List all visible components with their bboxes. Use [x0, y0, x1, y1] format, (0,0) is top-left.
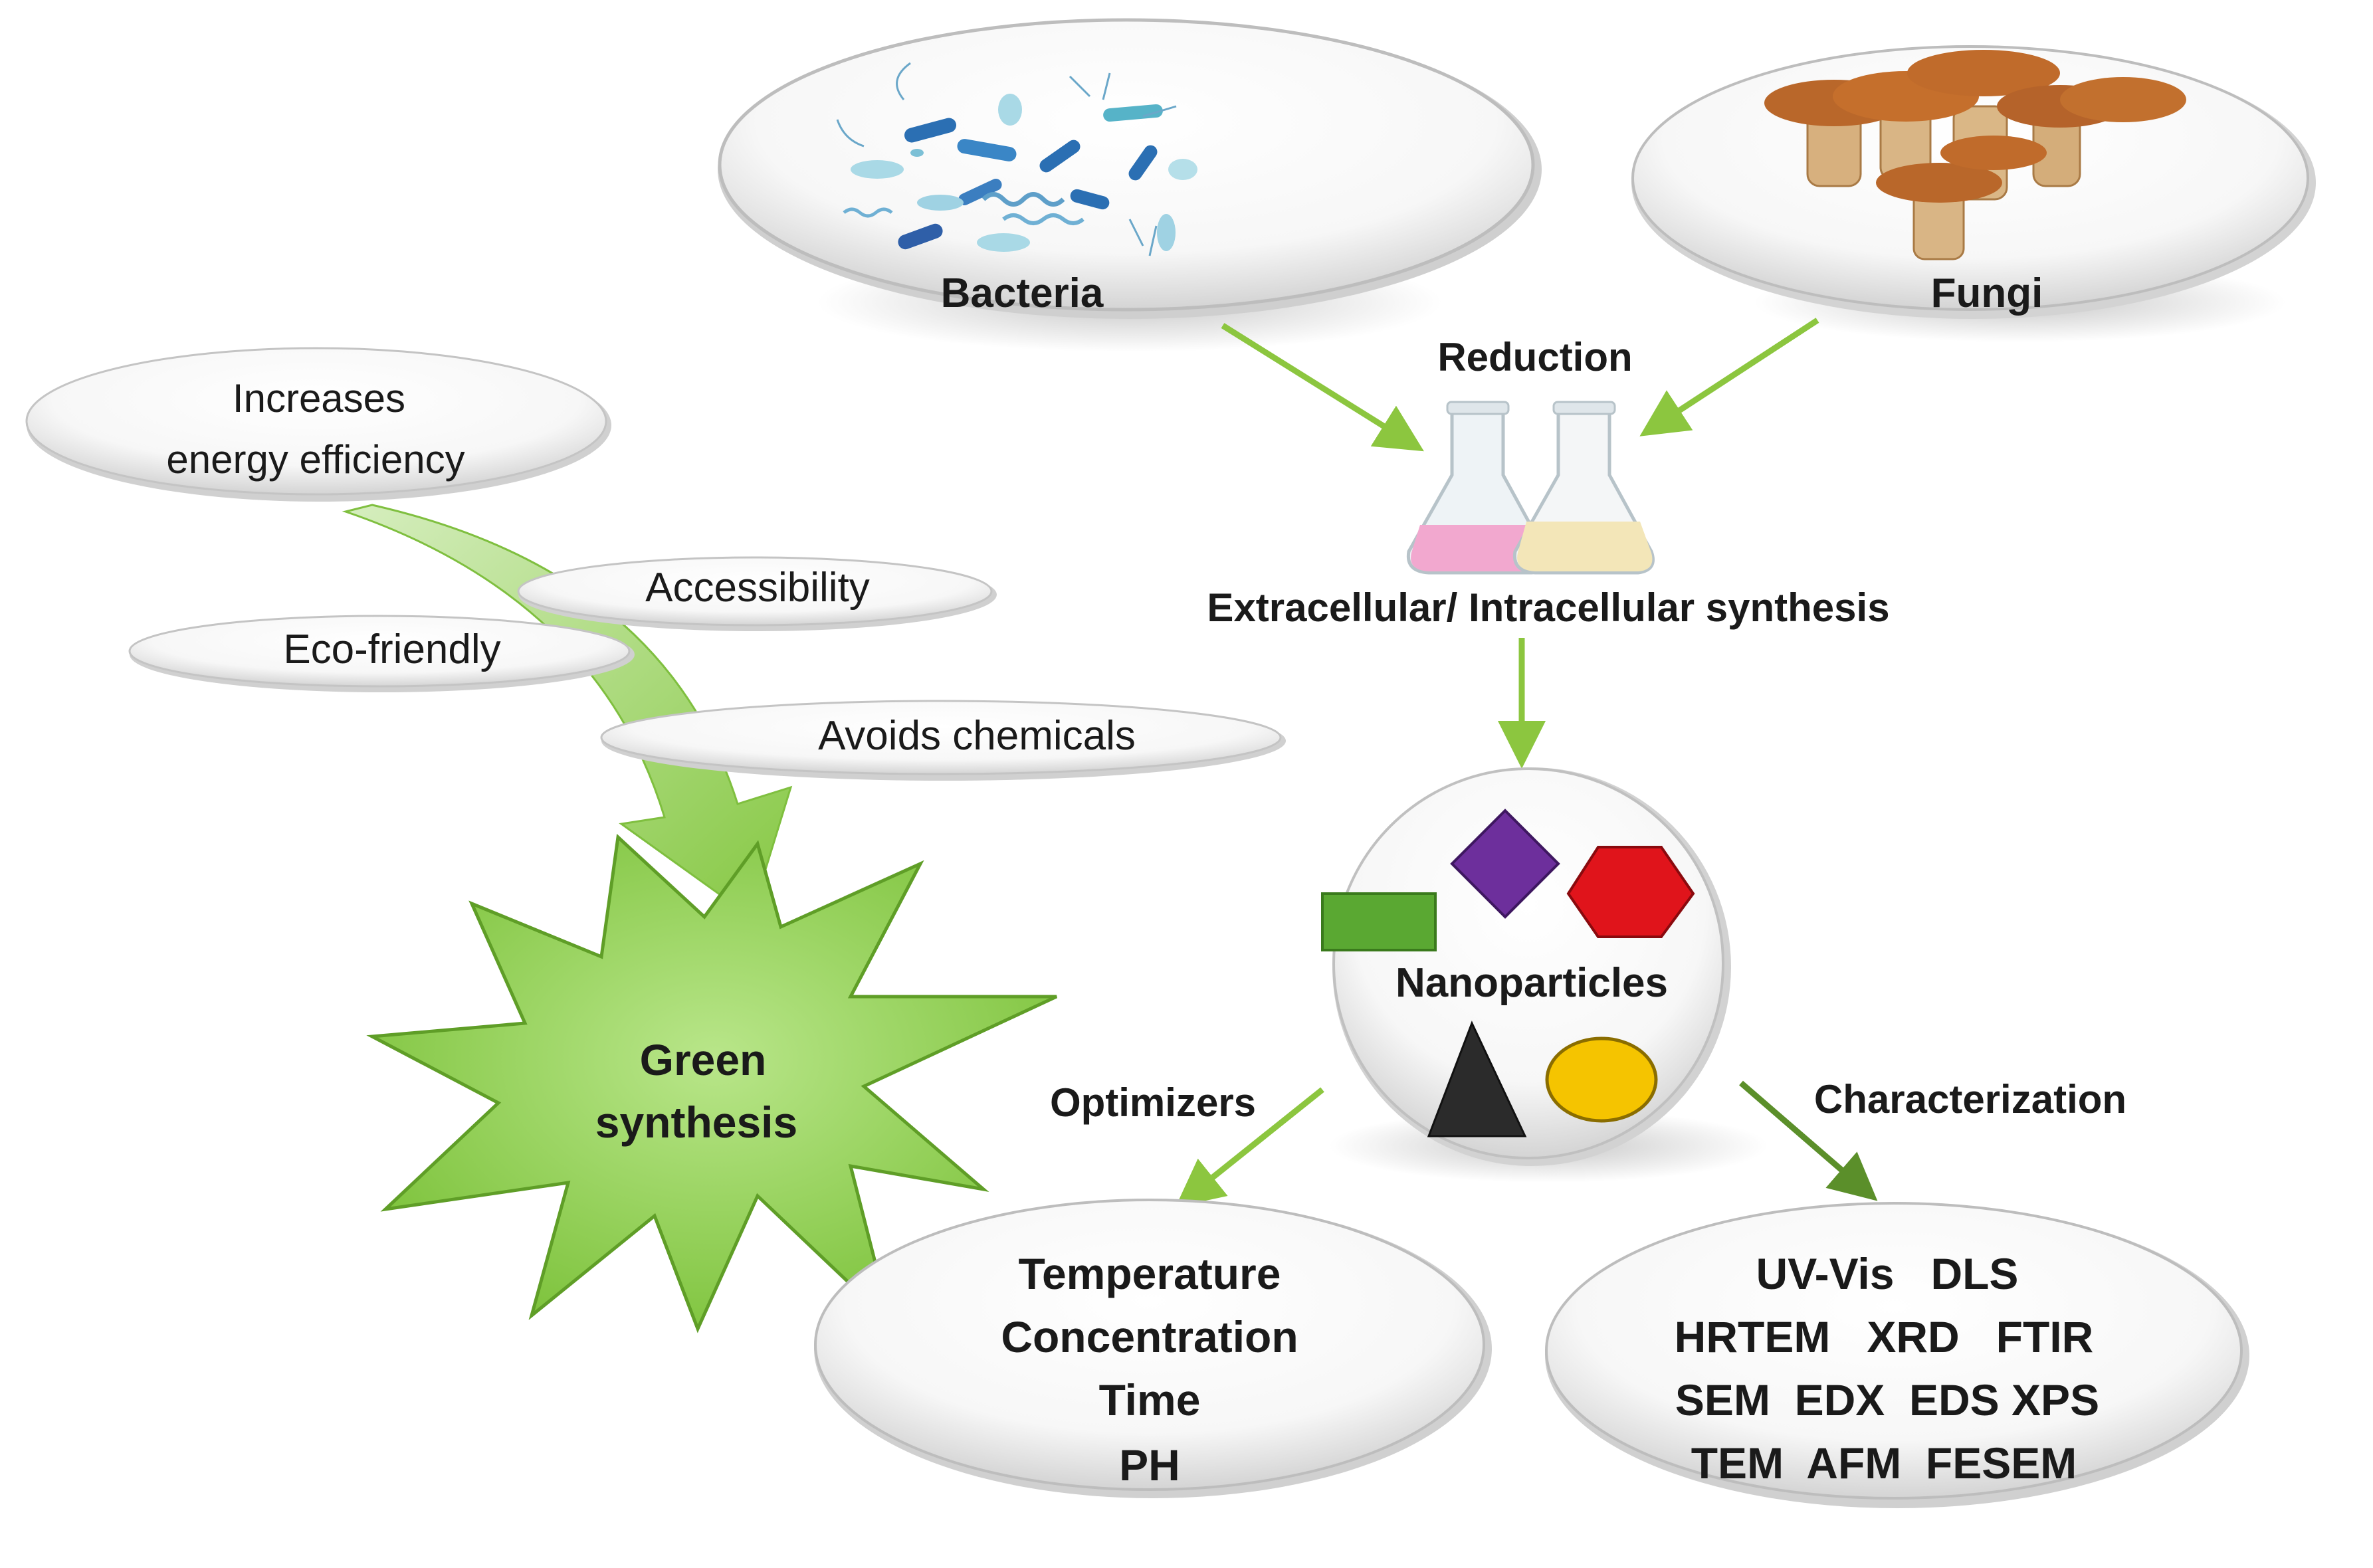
bacteria-to-flask-arrow: [1221, 323, 1424, 452]
fungi-node: Fungi: [1631, 45, 2316, 342]
benefits-to-green-synthesis-arrow: [342, 504, 793, 919]
synthesis-label: Extracellular/ Intracellular synthesis: [1207, 585, 1889, 630]
benefit-energy-efficiency: Increases energy efficiency: [25, 347, 611, 502]
characterization-label: Characterization: [1814, 1077, 2126, 1122]
optimizer-item: Concentration: [1001, 1312, 1298, 1361]
green-synthesis-line2: synthesis: [595, 1098, 797, 1147]
reduction-label: Reduction: [1437, 335, 1632, 379]
mushroom-illustration: [1764, 50, 2186, 260]
nanoparticles-node: Nanoparticles: [1321, 767, 1768, 1183]
bacteria-illustration: [836, 62, 1197, 256]
green-synthesis-burst: Green synthesis: [366, 833, 1058, 1333]
flask-icon: [1512, 401, 1655, 575]
characterization-node: UV-Vis DLS HRTEM XRD FTIR SEM EDX EDS XP…: [1545, 1202, 2249, 1508]
accessibility-label: Accessibility: [645, 565, 870, 611]
nanoparticles-to-optimizers-arrow: [1175, 1087, 1324, 1207]
ellipse-shape: [1545, 1036, 1658, 1123]
optimizer-item: Temperature: [1019, 1249, 1281, 1298]
characterization-row: SEM EDX EDS XPS: [1675, 1375, 2099, 1424]
triangle-shape: [1427, 1021, 1527, 1137]
rectangle-shape: [1321, 892, 1437, 951]
benefit-avoids-chemicals: Avoids chemicals: [600, 700, 1286, 781]
green-synthesis-line1: Green: [640, 1035, 767, 1084]
diamond-shape: [1450, 809, 1560, 919]
characterization-row: TEM AFM FESEM: [1691, 1438, 2077, 1488]
optimizer-item: PH: [1119, 1440, 1180, 1490]
benefit-eco-friendly: Eco-friendly: [128, 615, 635, 692]
fungi-label: Fungi: [1931, 270, 2043, 316]
optimizer-item: Time: [1099, 1375, 1201, 1424]
nanoparticles-label: Nanoparticles: [1395, 960, 1668, 1006]
eco-friendly-label: Eco-friendly: [283, 627, 500, 672]
characterization-row: HRTEM XRD FTIR: [1675, 1312, 2094, 1361]
characterization-row: UV-Vis DLS: [1756, 1249, 2019, 1298]
fungi-to-flask-arrow: [1639, 318, 1819, 437]
nanoparticles-to-characterization-arrow: [1739, 1080, 1878, 1201]
optimizers-label: Optimizers: [1050, 1080, 1256, 1125]
bacteria-label: Bacteria: [941, 270, 1104, 316]
bacteria-node: Bacteria: [718, 18, 1542, 352]
benefit-accessibility: Accessibility: [517, 556, 997, 631]
avoids-chemicals-label: Avoids chemicals: [818, 713, 1136, 759]
optimizers-node: Temperature Concentration Time PH: [814, 1199, 1492, 1498]
energy-line1: Increases: [233, 376, 405, 421]
hexagon-shape: [1566, 846, 1695, 938]
energy-line2: energy efficiency: [166, 437, 464, 482]
